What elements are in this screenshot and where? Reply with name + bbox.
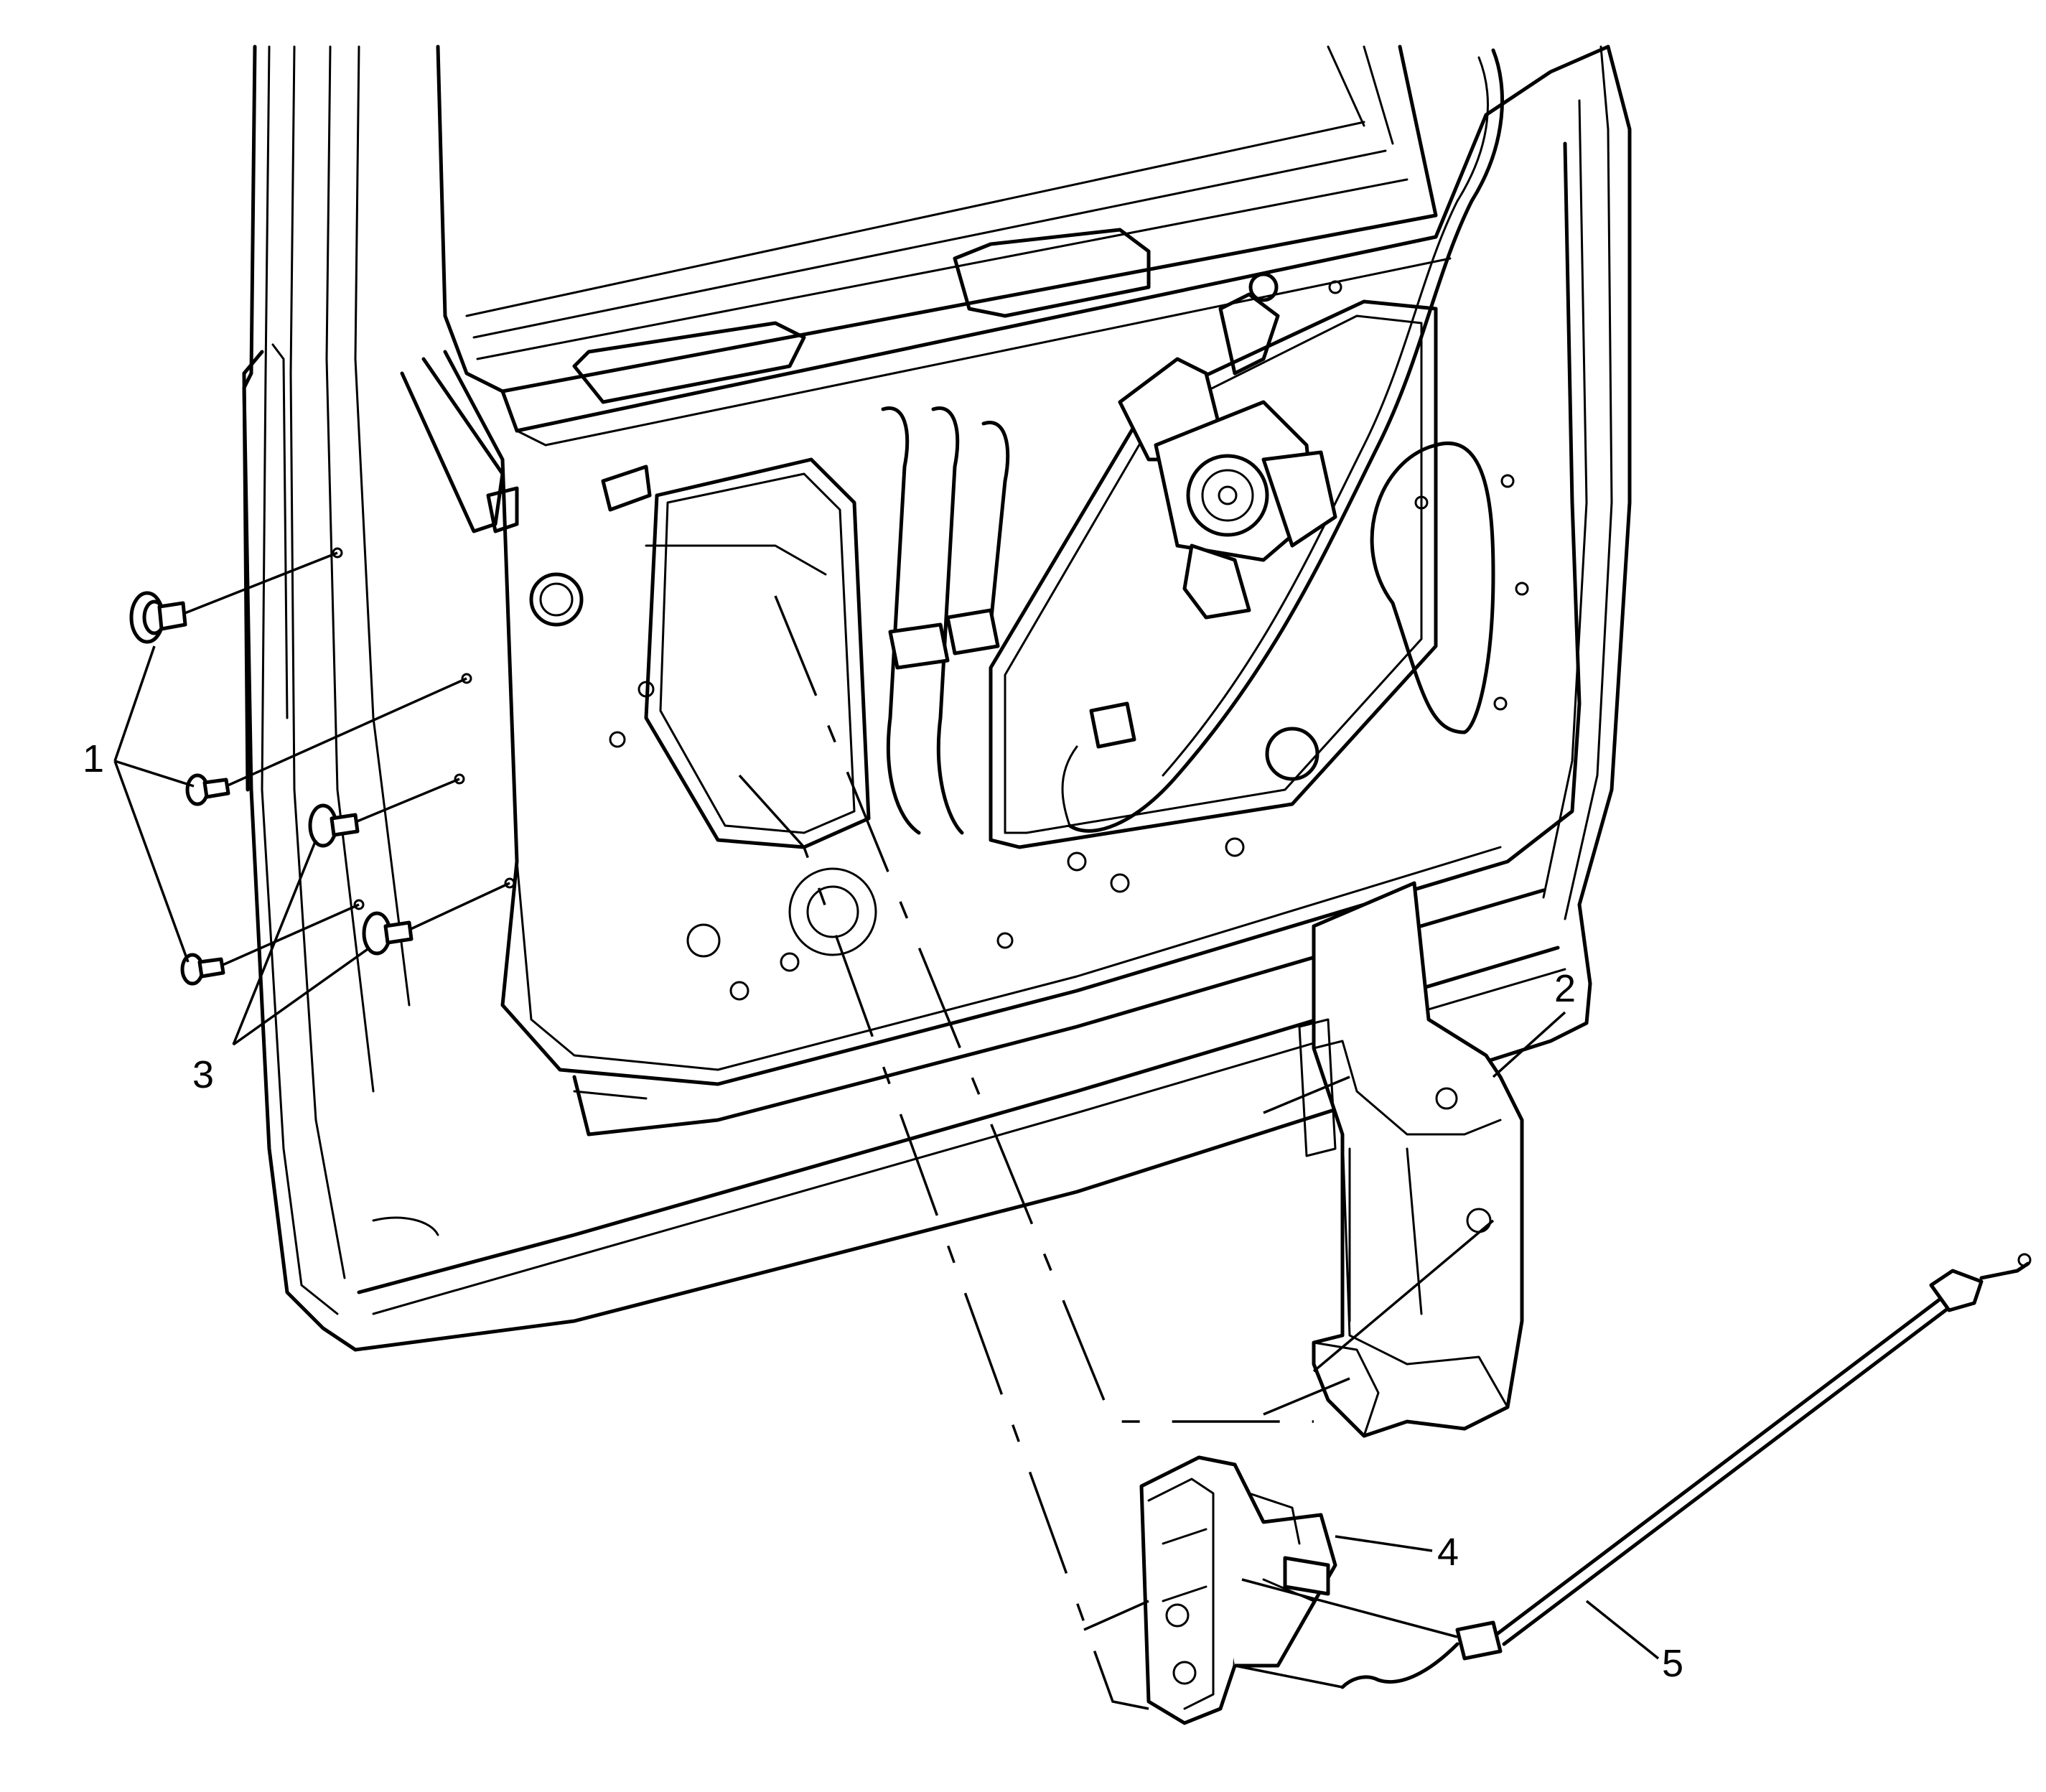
window-regulator-motor-icon <box>1118 292 1337 620</box>
bolt-icon <box>129 591 414 986</box>
callout-labels: 1 2 3 4 5 <box>83 737 1683 1685</box>
callout-1: 1 <box>83 737 104 780</box>
door-inner-panel-icon <box>242 45 1632 1352</box>
installation-lines <box>645 544 1495 1710</box>
callout-4: 4 <box>1437 1531 1459 1574</box>
lock-bracket-icon <box>1298 881 1524 1438</box>
callout-leaders <box>113 645 1660 1660</box>
callout-2: 2 <box>1554 967 1576 1010</box>
lock-cable-icon <box>1340 1253 2032 1689</box>
callout-5: 5 <box>1662 1642 1683 1685</box>
door-latch-icon <box>1139 1455 1337 1725</box>
callout-3: 3 <box>192 1053 214 1096</box>
fastener-installation-lines <box>182 547 515 967</box>
